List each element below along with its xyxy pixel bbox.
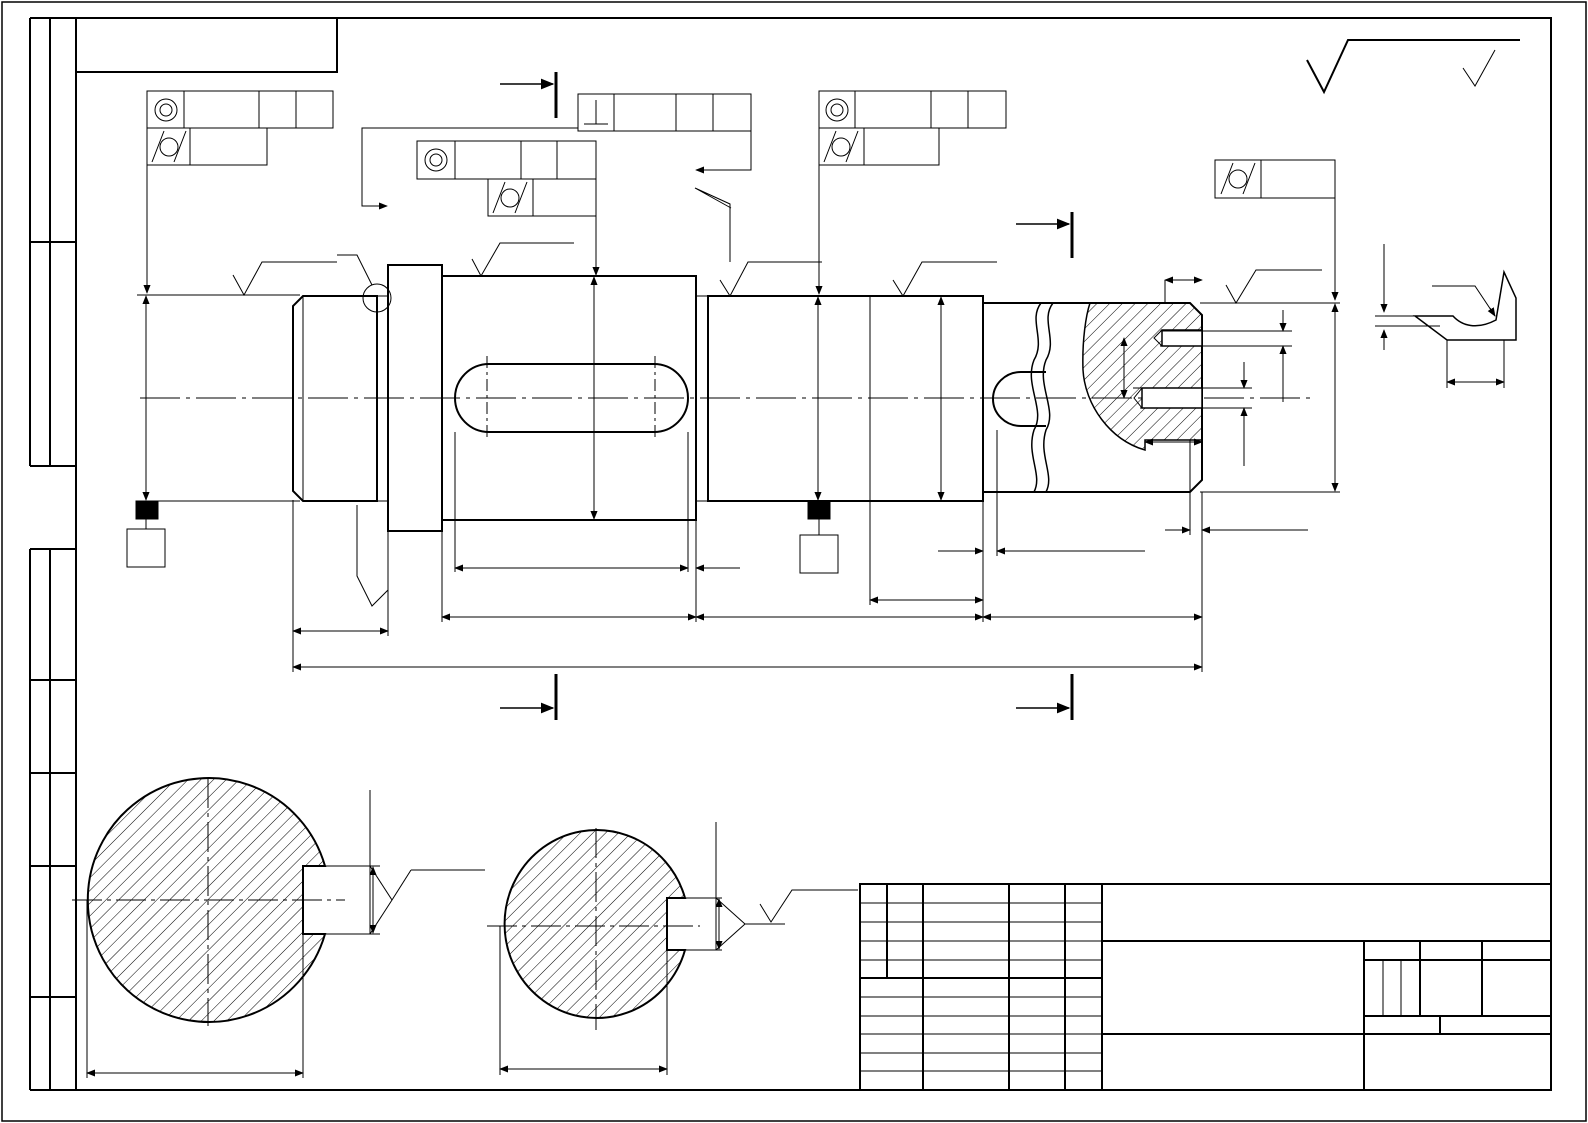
- concentricity-frame-right: [815, 90, 1007, 295]
- roughness-mark-icon: [892, 261, 997, 297]
- roughness-marks: [232, 187, 1322, 607]
- shaft-keyway-section: [441, 275, 697, 521]
- keyway-slot: [454, 363, 689, 433]
- datum-right: [799, 500, 839, 574]
- cylindricity-icon: [823, 130, 859, 163]
- cylindricity-icon: [151, 130, 187, 163]
- section-arrow-icon: [1016, 212, 1074, 258]
- shaft-main-view: [140, 264, 1310, 532]
- section-arrow-icon: [1016, 674, 1074, 720]
- section-view-right: [487, 822, 858, 1075]
- roughness-mark-icon: [694, 187, 732, 262]
- concentricity-icon: [825, 98, 849, 122]
- cylindricity-icon: [492, 181, 528, 214]
- top-left-stamp: [76, 18, 338, 73]
- section-view-left: [72, 777, 485, 1078]
- title-block-rows: [860, 902, 1402, 1072]
- roughness-mark-icon: [471, 242, 574, 278]
- section-arrow-icon: [500, 72, 558, 118]
- perpendicularity-frame: [361, 93, 752, 210]
- cylindricity-frame-far-right: [1214, 159, 1339, 301]
- end-section-hatch: [1082, 302, 1203, 451]
- section-markers: [500, 72, 1074, 720]
- roughness-mark-icon: [759, 889, 858, 923]
- groove-detail-view: [1375, 244, 1517, 388]
- roughness-mark-icon: [719, 261, 822, 298]
- concentricity-icon: [154, 98, 178, 122]
- roughness-mark-icon: [1462, 49, 1496, 87]
- concentricity-frame-left: [143, 90, 334, 294]
- binding-strip: [29, 17, 76, 1091]
- datum-left: [126, 500, 166, 568]
- cylindricity-icon: [1220, 162, 1256, 195]
- concentricity-icon: [424, 148, 448, 172]
- roughness-mark-icon: [1225, 269, 1322, 304]
- roughness-mark-icon: [715, 897, 746, 951]
- shaft-bearing-seat: [707, 295, 984, 502]
- title-block: [859, 883, 1552, 1091]
- main-dimensions: [137, 276, 1340, 672]
- roughness-mark-icon: [232, 261, 337, 297]
- roughness-mark-icon: [356, 505, 389, 607]
- inner-frame: [75, 17, 1552, 1091]
- concentricity-frame-middle: [416, 140, 600, 276]
- detail-callout: [362, 283, 392, 313]
- perpendicularity-icon: [584, 100, 608, 125]
- general-roughness-mark-icon: [1306, 39, 1520, 95]
- section-arrow-icon: [500, 674, 558, 720]
